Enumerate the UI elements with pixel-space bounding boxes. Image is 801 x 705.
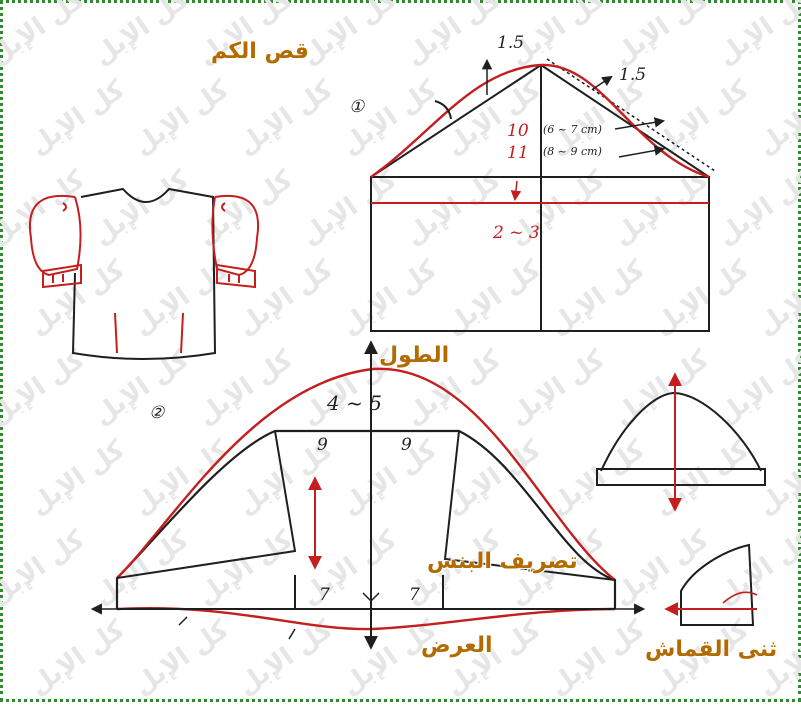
blouse-dart-right — [180, 312, 184, 354]
bell-sketch — [596, 372, 766, 512]
measure-top-left: 1.5 — [497, 33, 525, 53]
fig1-red-arrow — [510, 180, 522, 202]
puff-sleeve-right-cuff — [216, 263, 256, 289]
measure-9-right: 9 — [401, 435, 412, 455]
diagram-title: قص الكم — [211, 39, 309, 64]
fig2-right-slash — [443, 430, 616, 581]
blouse-body — [71, 187, 217, 360]
bell-outline — [600, 391, 762, 472]
label-width: العرض — [421, 633, 493, 658]
puff-sleeve-right — [211, 194, 260, 277]
measure-2-3: 2 ~ 3 — [493, 223, 540, 243]
measure-10: 10 — [507, 121, 529, 141]
fold-sketch — [664, 543, 758, 626]
sleeve-pattern-drawing — [29, 58, 766, 650]
label-fabric-fold: ثنى القماش — [645, 637, 778, 662]
fig1-pointer-8-9 — [618, 145, 666, 158]
figure-1-marker: ① — [349, 97, 365, 117]
fig2-outline-black — [115, 429, 617, 609]
fig1-cap-curve — [370, 63, 710, 179]
gather-marks — [52, 202, 240, 283]
blouse-dart-left — [114, 312, 118, 354]
fold-outline — [680, 543, 755, 626]
fig1-arrow-top-right — [592, 75, 613, 90]
measure-9-left: 9 — [317, 435, 328, 455]
fig1-curve-pointer — [434, 100, 452, 120]
fig1-triangle-left — [370, 64, 542, 178]
figure-2-marker: ② — [149, 403, 165, 423]
figure-2-draft — [90, 340, 646, 650]
fig1-dotted-guide — [546, 58, 716, 172]
fig1-triangle-right — [540, 64, 710, 178]
label-dart-easing: تصريف البنس — [427, 549, 578, 574]
fig2-left-slash — [116, 430, 297, 579]
measure-11: 11 — [507, 143, 529, 163]
fold-red-curve — [722, 591, 758, 604]
measure-4-5: 4 ~ 5 — [327, 391, 382, 415]
fig2-hem-red — [116, 606, 616, 631]
measure-top-right: 1.5 — [619, 65, 647, 85]
measure-7-left: 7 — [319, 585, 330, 605]
fig2-small-ticks — [178, 592, 380, 640]
puff-sleeve-left — [29, 194, 82, 277]
blouse-sketch — [29, 187, 260, 360]
puff-sleeve-left-cuff — [42, 263, 82, 289]
measure-7-right: 7 — [409, 585, 420, 605]
figure-1-draft — [370, 58, 716, 332]
fig1-pointer-6-7 — [614, 117, 666, 130]
note-6-7cm: (6 ~ 7 cm) — [543, 123, 602, 136]
label-length: الطول — [379, 343, 450, 368]
bell-base — [596, 468, 766, 486]
note-8-9cm: (8 ~ 9 cm) — [543, 145, 602, 158]
